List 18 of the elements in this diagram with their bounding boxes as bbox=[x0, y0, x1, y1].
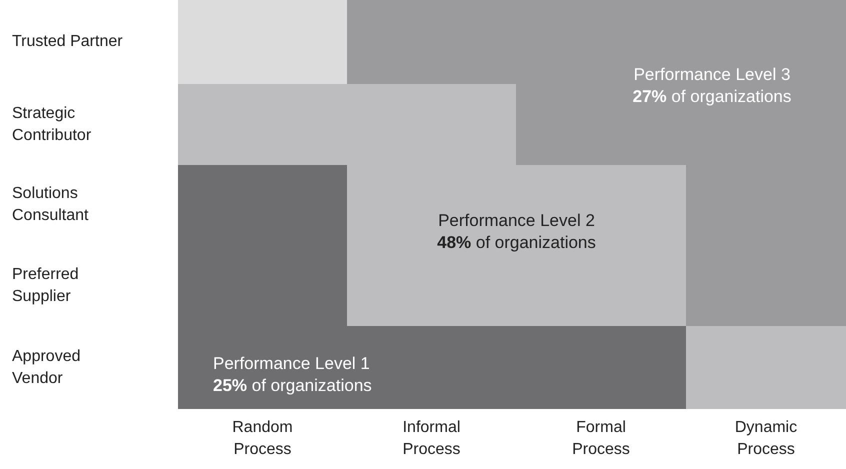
performance-region bbox=[516, 0, 846, 165]
row-label: Solutions Consultant bbox=[12, 184, 90, 226]
column-label: Random Process bbox=[231, 418, 294, 460]
performance-region bbox=[178, 326, 686, 409]
row-label: Approved Vendor bbox=[12, 346, 82, 388]
column-label: Dynamic Process bbox=[734, 418, 798, 460]
performance-region bbox=[347, 165, 686, 326]
region-label: 25% of organizations bbox=[213, 375, 372, 397]
column-label: Formal Process bbox=[571, 418, 631, 460]
region-label: 48% of organizations bbox=[437, 232, 596, 254]
region-label: Performance Level 3 bbox=[634, 64, 790, 86]
row-label: Trusted Partner bbox=[12, 32, 123, 52]
region-label: Performance Level 1 bbox=[213, 353, 370, 375]
column-label: Informal Process bbox=[402, 418, 462, 460]
row-label: Preferred Supplier bbox=[12, 264, 80, 306]
region-label: Performance Level 2 bbox=[438, 210, 595, 232]
region-label: 27% of organizations bbox=[632, 86, 792, 108]
row-label: Strategic Contributor bbox=[12, 104, 92, 146]
